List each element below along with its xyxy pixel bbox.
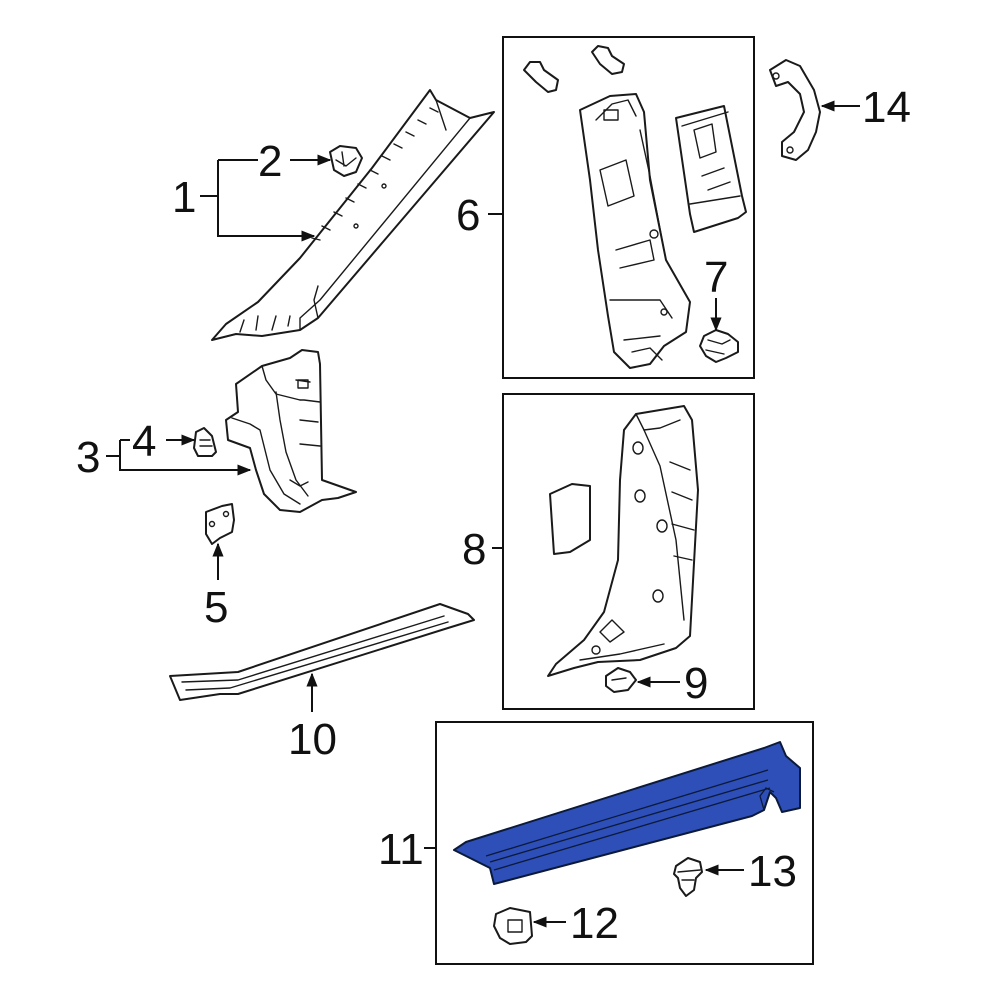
part-8-lower-pillar-garnish[interactable] [547,405,699,677]
callout-10: 10 [288,715,337,764]
callout-8: 8 [462,525,486,574]
part-10-scuff-plate[interactable] [169,603,475,701]
group-box-11 [435,721,814,965]
part-11-scuff-plate-highlighted[interactable] [453,741,801,885]
part-7-retainer[interactable] [699,329,739,363]
callout-5: 5 [204,583,228,632]
callout-14: 14 [862,83,911,132]
part-3-lower-pillar-trim[interactable] [225,349,357,513]
part-13-push-retainer[interactable] [673,857,703,897]
callout-1: 1 [172,173,196,222]
part-2-clip[interactable] [329,145,363,177]
callout-11: 11 [378,825,424,874]
group-box-8 [502,393,755,710]
part-9-clip[interactable] [605,667,637,693]
part-4-clip[interactable] [193,427,217,457]
part-5-bracket[interactable] [205,503,235,545]
callout-6: 6 [456,191,480,240]
part-1-front-pillar-garnish[interactable] [211,89,495,341]
callout-12: 12 [570,899,619,948]
callout-7: 7 [704,253,728,302]
group-box-6 [502,36,755,379]
callout-3: 3 [76,433,100,482]
leader-3 [106,440,250,470]
callout-13: 13 [748,847,797,896]
part-12-clip[interactable] [493,907,533,945]
part-6-center-pillar-garnish[interactable] [523,45,747,369]
part-14-assist-grip[interactable] [769,59,821,161]
callout-9: 9 [684,659,708,708]
callout-4: 4 [132,417,156,466]
callout-2: 2 [258,137,282,186]
leader-1 [217,160,314,236]
